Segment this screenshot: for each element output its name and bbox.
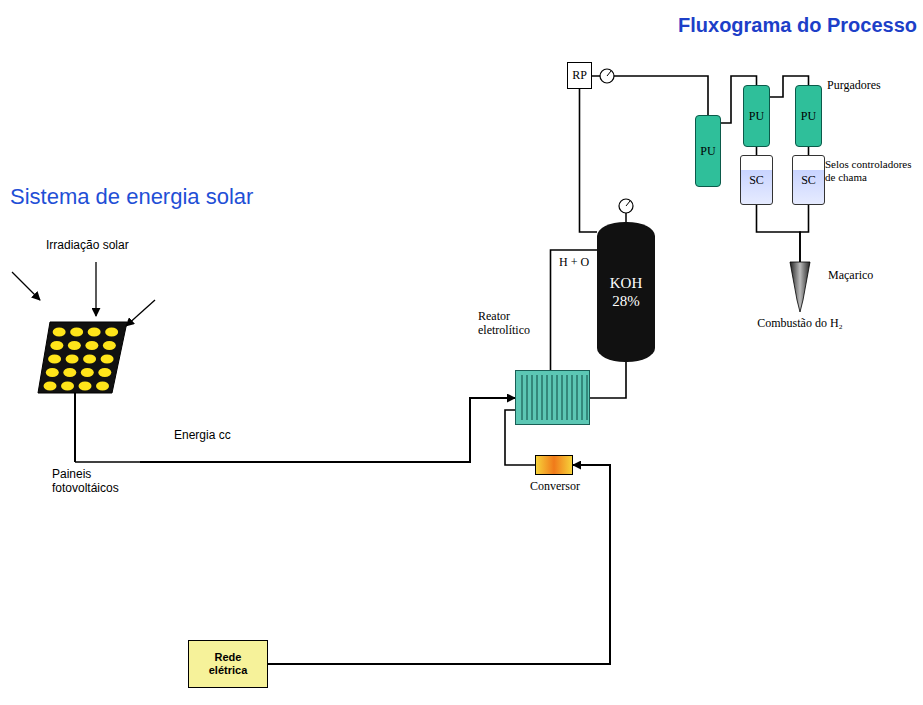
solar-cell (70, 328, 83, 337)
irradiation-label: Irradiação solar (46, 238, 129, 252)
solar-cell (98, 368, 111, 377)
box-label: Rede elétrica (200, 651, 256, 677)
solar-cell (79, 382, 92, 391)
reactor-plate (551, 375, 552, 420)
box-label: RP (572, 68, 587, 83)
pipe-connector (268, 465, 610, 664)
reactor-plate (581, 375, 582, 420)
reactor-plate (566, 375, 567, 420)
panel-wire (75, 461, 140, 463)
flame-seal: SC (740, 155, 773, 205)
reactor-plate (576, 375, 577, 420)
panel-label: Paineis fotovoltáicos (52, 467, 134, 495)
flame-seal: SC (792, 155, 825, 205)
solar-cell (83, 355, 96, 364)
pipe-connector (551, 250, 598, 370)
reactor-plate (561, 375, 562, 420)
group-label: Purgadores (827, 78, 881, 93)
purger: PU (743, 85, 770, 147)
pipe-connector (808, 147, 810, 155)
torch-drawing (790, 262, 810, 312)
grid-box: Rede elétrica (188, 640, 268, 688)
electrolytic-reactor: Reator eletrolítico (515, 370, 590, 425)
solar-cell (53, 328, 66, 337)
group-label: Selos controladores de chama (825, 158, 919, 184)
reactor-plate (586, 375, 587, 420)
solar-cell (44, 382, 57, 391)
torch-label: Maçarico (828, 268, 873, 283)
fins-drawing (516, 371, 591, 426)
reactor-plate (556, 375, 557, 420)
pipe-connector (757, 205, 801, 262)
reactor-plate (571, 375, 572, 420)
purger: PU (695, 115, 721, 187)
solar-cell (48, 355, 61, 364)
tank-label: KOH 28% (604, 274, 648, 310)
box-label: SC (749, 173, 764, 188)
torch: MaçaricoCombustão do H₂ (790, 262, 810, 312)
pipe-connector (756, 147, 758, 155)
torch-body (790, 262, 810, 312)
reactor-label: Reator eletrolítico (478, 309, 542, 337)
panel-pole (74, 393, 76, 462)
solar-cell (105, 328, 118, 337)
diagram-title: Fluxograma do Processo (678, 14, 917, 37)
reactor-plate (546, 375, 547, 420)
converter-label: Conversor (519, 479, 591, 494)
solar-cell (103, 341, 116, 350)
purger: PU (795, 85, 822, 147)
pipe-connector (800, 205, 809, 262)
reactor-plate (536, 375, 537, 420)
pipe-connector (140, 398, 515, 462)
box-label: PU (749, 109, 764, 124)
solar-cell (81, 368, 94, 377)
solar-cell (66, 355, 79, 364)
solar-cell (61, 382, 74, 391)
section-heading: Sistema de energia solar (10, 184, 253, 210)
solar-cell (101, 355, 114, 364)
sun-rays (12, 262, 155, 326)
pipe-connector (590, 362, 626, 398)
solar-cell (63, 368, 76, 377)
koh-tank: KOH 28% (597, 222, 655, 362)
reactor-plate (526, 375, 527, 420)
solar-cell (96, 382, 109, 391)
pressure-gauge (600, 69, 633, 224)
converter-box: Conversor (535, 455, 573, 475)
solar-cell (46, 368, 59, 377)
reactor-plate (521, 375, 522, 420)
pressure-regulator: RP (567, 62, 592, 89)
box-label: PU (801, 109, 816, 124)
reactor-plate (531, 375, 532, 420)
edge-label: H + O (557, 255, 591, 270)
solar-cell (68, 341, 81, 350)
solar-panel: Paineis fotovoltáicos (30, 315, 140, 505)
pipe-connector (580, 89, 598, 232)
panel-frame (38, 322, 127, 393)
solar-cell (50, 341, 63, 350)
box-label: SC (801, 173, 816, 188)
box-label: PU (700, 144, 715, 159)
solar-cell (85, 341, 98, 350)
solar-cell (88, 328, 101, 337)
combustion-label: Combustão do H₂ (750, 316, 850, 331)
edge-label: Energia cc (172, 428, 233, 442)
reactor-plate (541, 375, 542, 420)
